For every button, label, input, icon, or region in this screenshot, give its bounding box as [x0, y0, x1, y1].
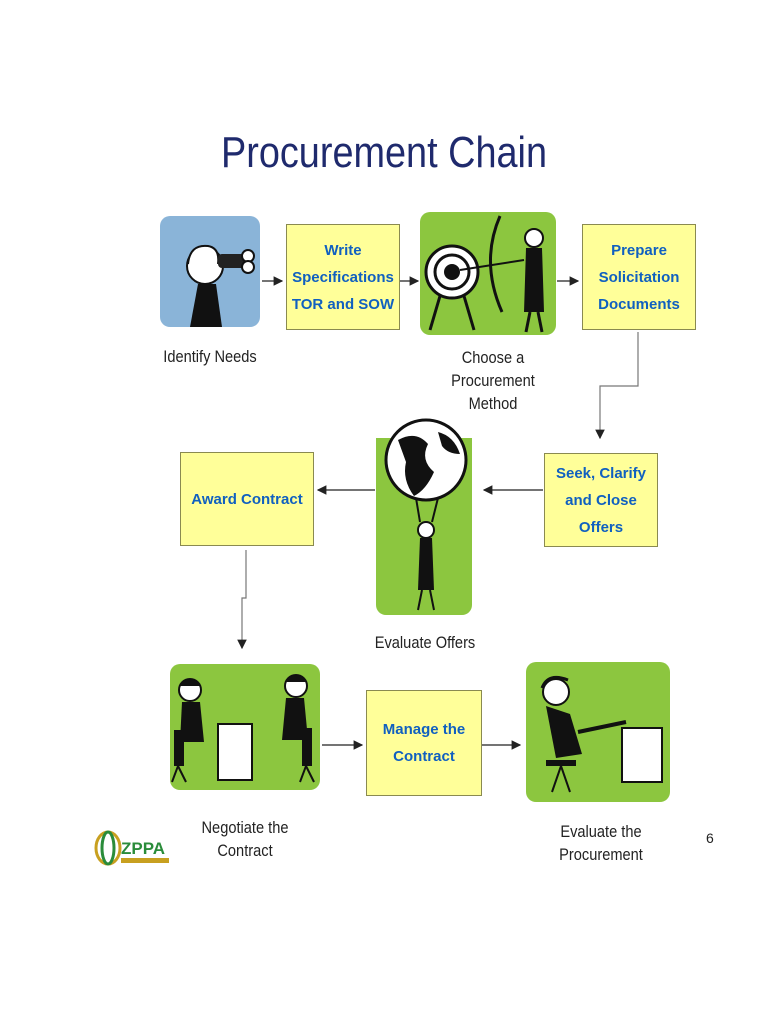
award-contract-label: Award Contract	[191, 490, 303, 508]
write-specifications-label: Write Specifications TOR and SOW	[291, 241, 395, 313]
identify-needs-picture	[160, 216, 260, 327]
svg-text:ZPPA: ZPPA	[121, 839, 165, 858]
person-holding-globe-icon	[376, 418, 472, 615]
zppa-logo: ZPPA	[94, 826, 174, 870]
evaluate-offers-picture	[376, 410, 472, 615]
page-number: 6	[706, 830, 714, 846]
zppa-logo-icon: ZPPA	[94, 830, 169, 866]
negotiate-contract-picture	[170, 664, 320, 790]
evaluate-procurement-picture	[526, 662, 670, 802]
identify-needs-caption: Identify Needs	[163, 347, 257, 366]
seek-offers-label: Seek, Clarify and Close Offers	[555, 464, 647, 536]
person-binoculars-icon	[160, 216, 260, 327]
choose-method-caption: Choose a Procurement Method	[451, 348, 535, 413]
person-relaxing-at-desk-icon	[526, 662, 670, 802]
negotiate-contract-caption: Negotiate the Contract	[201, 818, 289, 860]
prepare-documents-box: Prepare Solicitation Documents	[582, 224, 696, 330]
evaluate-procurement-caption: Evaluate the Procurement	[559, 822, 643, 864]
manage-contract-box: Manage the Contract	[366, 690, 482, 796]
two-people-at-desk-icon	[170, 664, 320, 790]
award-contract-box: Award Contract	[180, 452, 314, 546]
evaluate-offers-caption: Evaluate Offers	[374, 633, 476, 652]
prepare-documents-label: Prepare Solicitation Documents	[598, 241, 680, 313]
manage-contract-label: Manage the Contract	[382, 721, 466, 765]
archer-target-icon	[420, 212, 556, 335]
write-specifications-box: Write Specifications TOR and SOW	[286, 224, 400, 330]
page-title: Procurement Chain	[220, 128, 547, 177]
seek-offers-box: Seek, Clarify and Close Offers	[544, 453, 658, 547]
choose-method-picture	[420, 212, 556, 335]
